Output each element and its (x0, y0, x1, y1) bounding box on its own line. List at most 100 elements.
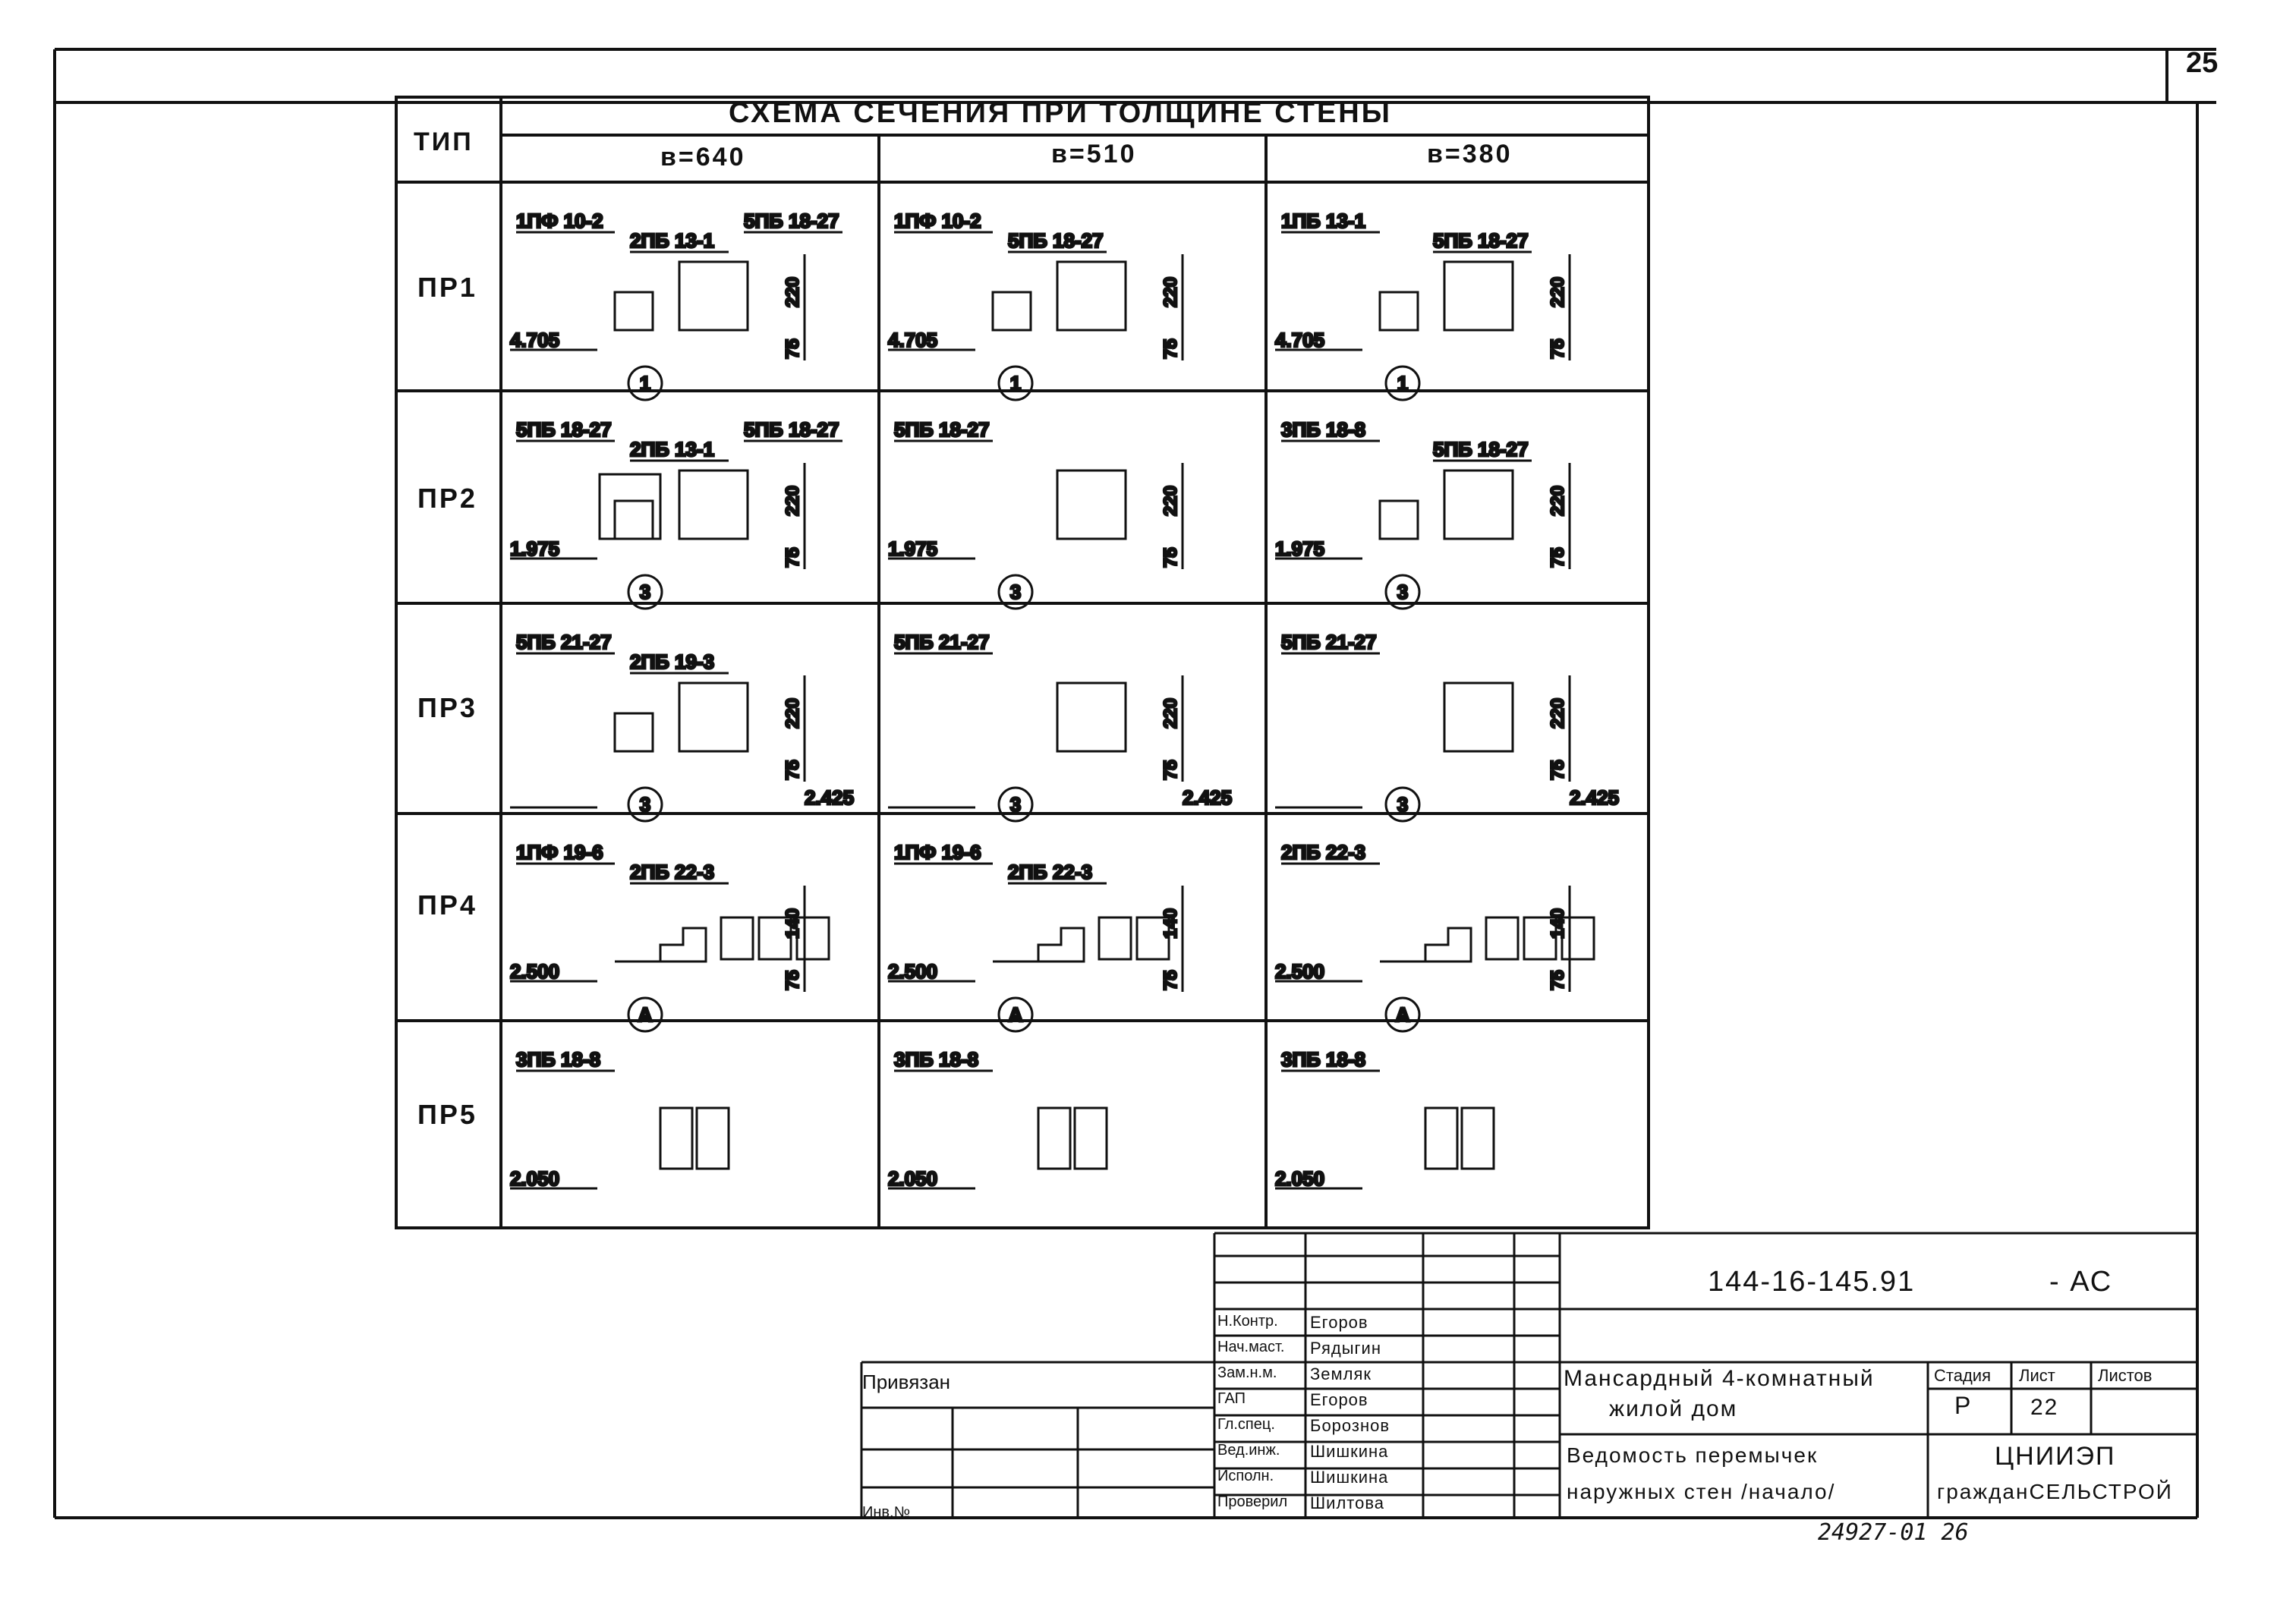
beam-lintel (720, 916, 754, 961)
reference-marker (997, 365, 1034, 401)
dimension-label: 220 (1161, 486, 1181, 516)
lintel-mark-label: 2ПБ 22-3 (1281, 841, 1365, 864)
reference-marker-label: 3 (1397, 581, 1408, 603)
elevation-label: 2.425 (1183, 786, 1232, 809)
elevation-label: 4.705 (510, 329, 559, 351)
main-lintel (678, 260, 749, 332)
beam-lintel (1073, 1106, 1108, 1170)
reference-marker (627, 574, 663, 610)
lintel-mark-label: 1ПФ 10-2 (894, 209, 981, 232)
lintel-mark-label: 3ПБ 18-8 (516, 1048, 600, 1071)
archive-number: 24927-01 26 (1818, 1519, 1969, 1546)
reference-marker (627, 786, 663, 823)
privyazan-label: Привязан (862, 1371, 951, 1393)
lintel-mark-label: 5ПБ 18-27 (1433, 229, 1529, 252)
type-header: ТИП (414, 127, 474, 156)
dimension-label: 75 (1548, 970, 1568, 990)
dimension-label: 140 (1161, 908, 1181, 939)
reference-marker-label: 1 (1010, 372, 1021, 395)
drawing-code-suffix: - АС (2049, 1266, 2113, 1298)
reference-marker-label: 3 (640, 793, 650, 816)
reference-marker-label: 1 (640, 372, 650, 395)
row-type-pr5: ПР5 (417, 1099, 477, 1130)
elevation-label: 2.050 (510, 1167, 559, 1190)
org-line2: гражданСЕЛЬСТРОЙ (1937, 1480, 2173, 1503)
signature-name: Земляк (1310, 1364, 1372, 1383)
inv-no-label: Инв.№ (862, 1504, 911, 1521)
dimension-label: 140 (783, 908, 803, 939)
lintel-mark-label: 2ПБ 19-3 (630, 650, 714, 673)
lintel-mark-label: 3ПБ 18-8 (1281, 1048, 1365, 1071)
dimension-label: 140 (1548, 908, 1568, 939)
signature-name: Шишкина (1310, 1442, 1389, 1461)
dimension-label: 220 (1548, 486, 1568, 516)
dimension-label: 220 (1161, 698, 1181, 729)
elevation-label: 2.500 (510, 960, 559, 983)
reference-marker-label: 3 (1010, 793, 1021, 816)
small-lintel (991, 291, 1032, 332)
signature-role: Исполн. (1217, 1468, 1274, 1484)
reference-marker-label: А (1009, 1003, 1023, 1026)
reference-marker-label: А (638, 1003, 653, 1026)
lintel-mark-label: 2ПБ 13-1 (630, 438, 714, 461)
dimension-label: 75 (1161, 547, 1181, 568)
small-lintel (613, 291, 654, 332)
sheet-value: 22 (2030, 1395, 2059, 1420)
elevation-label: 1.975 (888, 537, 937, 560)
sheet-title-line2: наружных стен /начало/ (1567, 1480, 1836, 1503)
lintel-mark-label: 2ПБ 13-1 (630, 229, 714, 252)
beam-lintel (1037, 1106, 1072, 1170)
lintel-mark-label: 5ПБ 18-27 (1008, 229, 1104, 252)
lintel-mark-label: 5ПБ 18-27 (516, 418, 612, 441)
main-lintel (1443, 260, 1514, 332)
dimension-label: 75 (783, 338, 803, 359)
elevation-label: 1.975 (510, 537, 559, 560)
lintel-mark-label: 5ПБ 21-27 (516, 631, 612, 653)
project-title-line2: жилой дом (1609, 1396, 1738, 1421)
stage-header: Стадия (1934, 1366, 1991, 1385)
elevation-label: 2.425 (805, 786, 854, 809)
reference-marker-label: А (1396, 1003, 1410, 1026)
lintel-mark-label: 3ПБ 18-8 (894, 1048, 978, 1071)
reference-marker-label: 3 (1010, 581, 1021, 603)
dimension-label: 220 (1548, 698, 1568, 729)
sheet-header: Лист (2019, 1366, 2055, 1385)
signature-role: ГАП (1217, 1390, 1246, 1407)
lintel-mark-label: 5ПБ 18-27 (744, 209, 839, 232)
page-number: 25 (2186, 47, 2219, 79)
reference-marker (1384, 574, 1421, 610)
main-lintel (1056, 681, 1127, 753)
row-type-pr2: ПР2 (417, 483, 477, 514)
signature-role: Зам.н.м. (1217, 1364, 1277, 1381)
signature-role: Гл.спец. (1217, 1416, 1275, 1433)
dimension-label: 75 (1548, 547, 1568, 568)
reference-marker (1384, 365, 1421, 401)
lintel-mark-label: 5ПБ 18-27 (744, 418, 839, 441)
dimension-label: 75 (783, 760, 803, 780)
beam-lintel (1460, 1106, 1495, 1170)
signature-name: Борознов (1310, 1416, 1390, 1435)
lintel-mark-label: 2ПБ 22-3 (630, 861, 714, 883)
dimension-label: 75 (1161, 760, 1181, 780)
main-lintel (678, 681, 749, 753)
reference-marker (627, 996, 663, 1033)
elevation-label: 2.050 (1275, 1167, 1324, 1190)
beam-lintel (1561, 916, 1595, 961)
row-type-pr3: ПР3 (417, 692, 477, 723)
beam-lintel (757, 916, 792, 961)
beam-lintel (659, 1106, 694, 1170)
elevation-label: 1.975 (1275, 537, 1324, 560)
dimension-label: 75 (1161, 338, 1181, 359)
lintel-mark-label: 5ПБ 21-27 (894, 631, 990, 653)
sheets-header: Листов (2098, 1366, 2153, 1385)
signature-name: Егоров (1310, 1390, 1368, 1409)
beam-lintel (1523, 916, 1557, 961)
reference-marker-label: 1 (1397, 372, 1408, 395)
reference-marker (1384, 996, 1421, 1033)
dimension-label: 220 (783, 277, 803, 307)
signature-name: Егоров (1310, 1313, 1368, 1332)
lintel-mark-label: 3ПБ 18-8 (1281, 418, 1365, 441)
signature-role: Нач.маст. (1217, 1339, 1285, 1355)
reference-marker (997, 574, 1034, 610)
